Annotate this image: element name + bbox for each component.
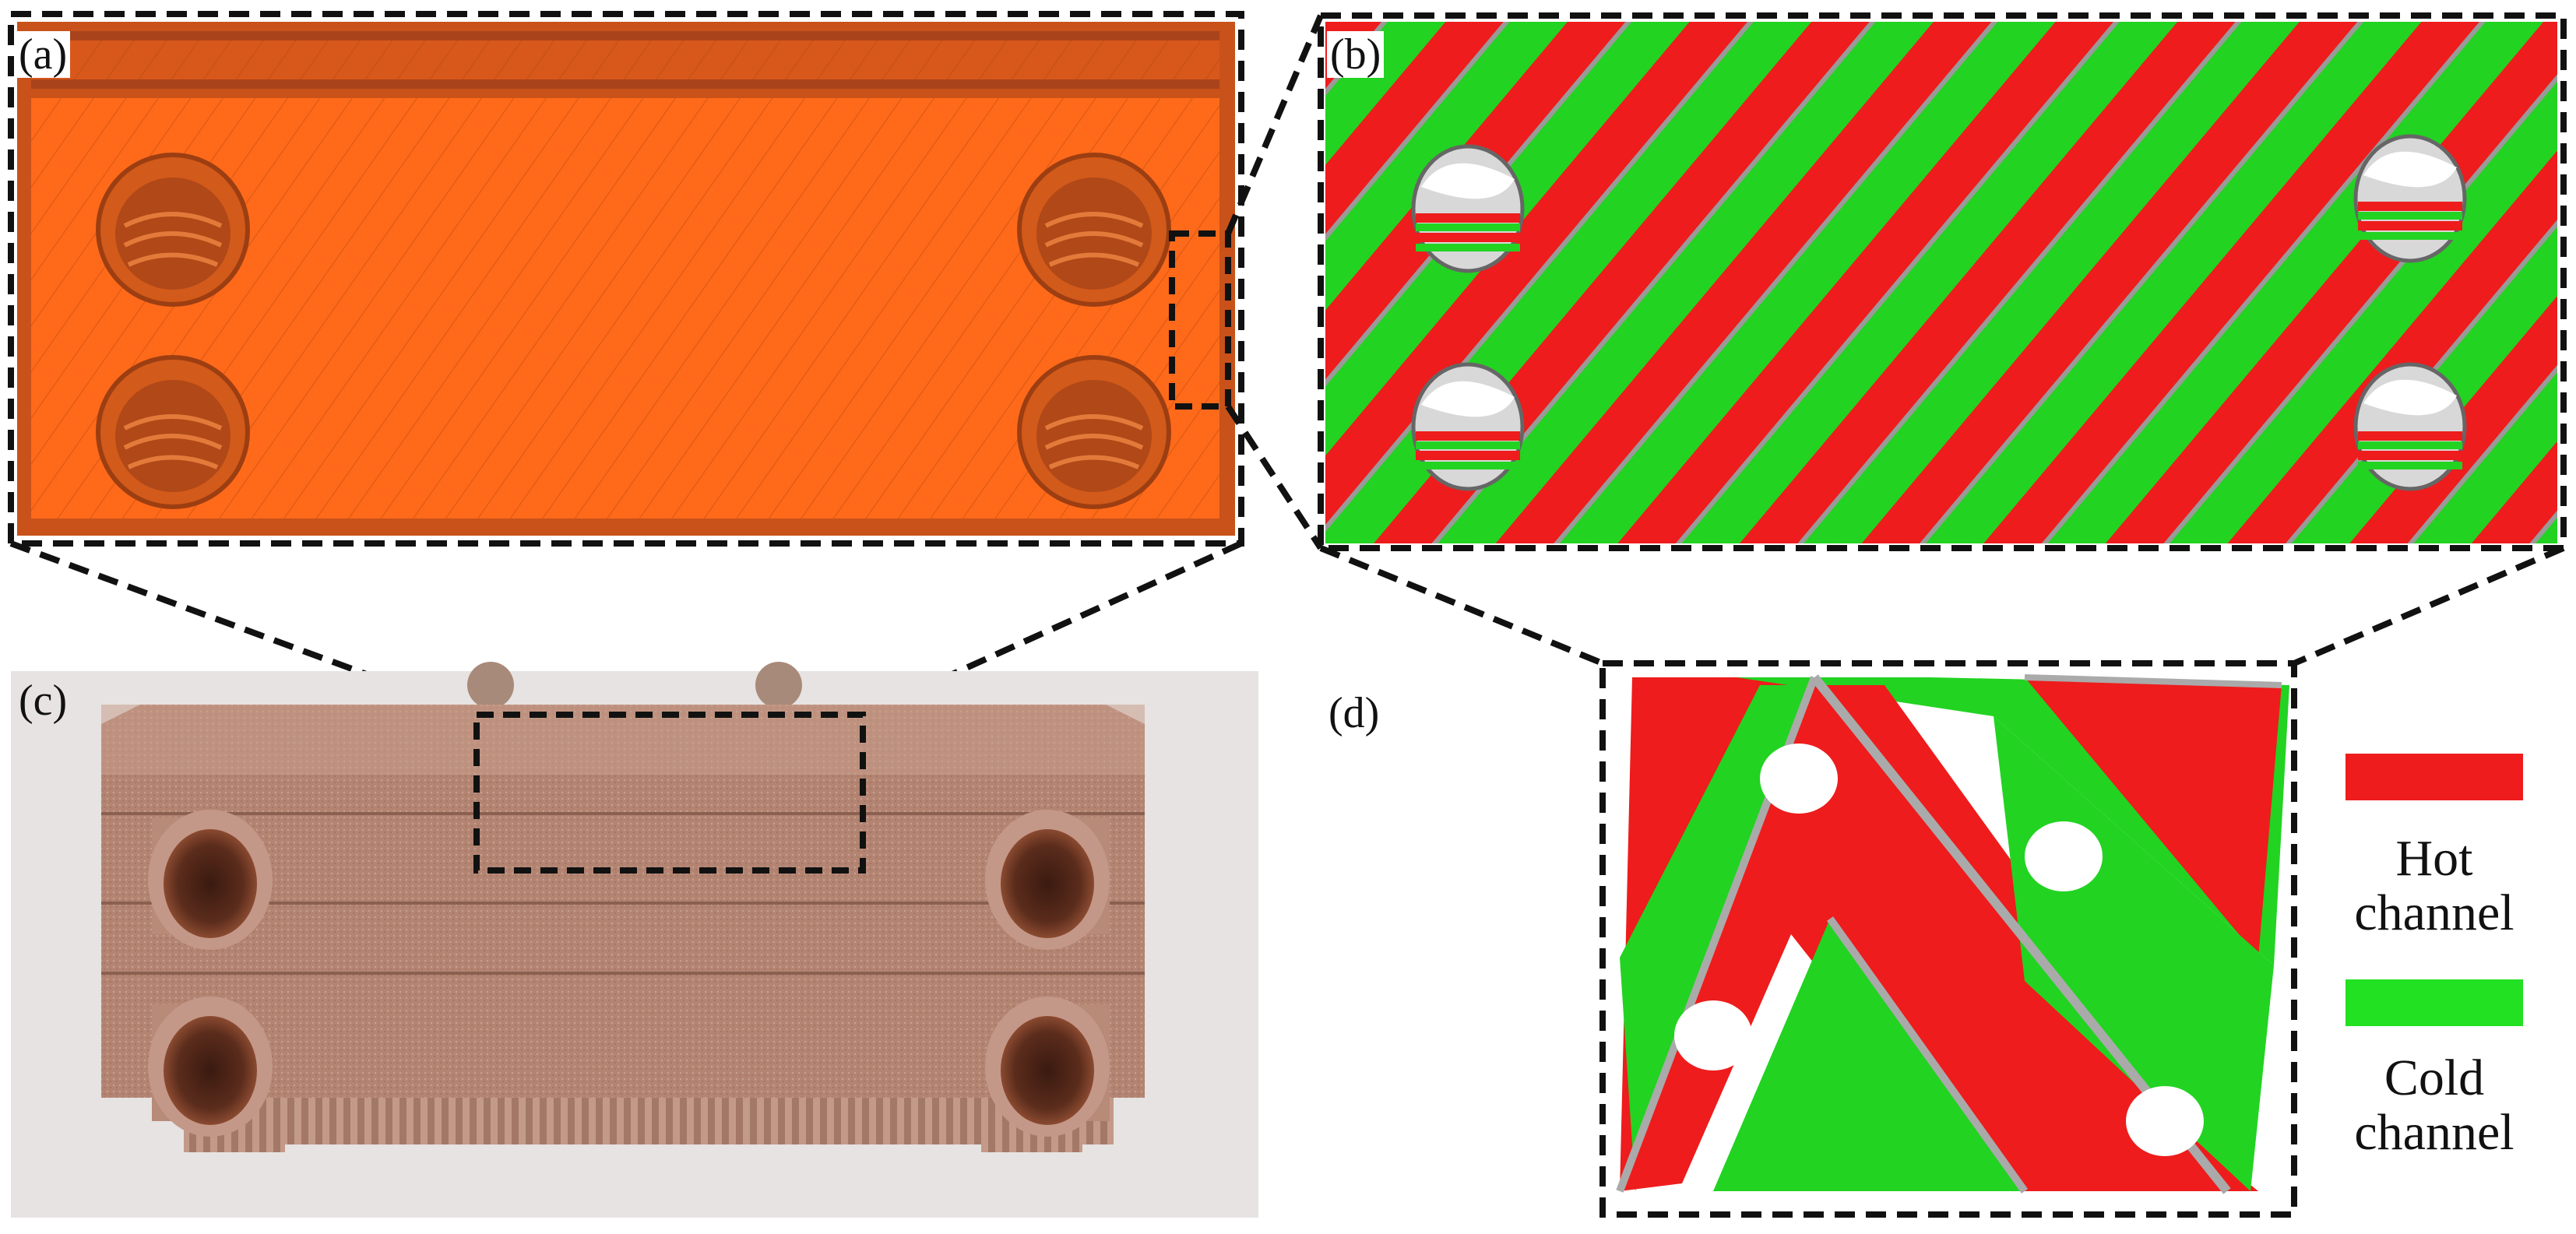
port-icon-c-bottom-right xyxy=(985,997,1110,1137)
panel-label-b: (b) xyxy=(1327,31,1385,78)
port-icon-b-bottom-left xyxy=(1411,362,1525,491)
port-icon-b-top-left xyxy=(1411,144,1525,273)
port-icon-c-bottom-left xyxy=(148,997,273,1137)
legend-label-cold-line2: channel xyxy=(2354,1104,2514,1161)
panel-b-ports xyxy=(1411,134,2467,491)
legend-label-hot-line2: channel xyxy=(2354,884,2514,941)
connector-b-d-left xyxy=(1319,545,1604,666)
legend-swatch-cold xyxy=(2345,979,2523,1026)
legend-label-hot-line1: Hot xyxy=(2395,830,2473,887)
port-icon-a-bottom-right xyxy=(1017,355,1171,509)
panel-c-ports xyxy=(148,810,1110,1137)
port-icon-a-top-right xyxy=(1017,153,1171,307)
panel-d-border xyxy=(1599,660,2297,1218)
panel-label-d: (d) xyxy=(1325,690,1383,737)
port-icon-a-bottom-left xyxy=(96,355,250,509)
panel-a-ports xyxy=(96,153,1171,509)
exchanger-body xyxy=(101,705,1145,1098)
panel-label-c: (c) xyxy=(19,677,68,725)
legend xyxy=(2345,754,2523,1026)
panel-a-border xyxy=(8,11,1244,547)
panel-b-border xyxy=(1318,12,2567,551)
panel-a-cad-view xyxy=(8,11,1244,547)
panel-label-a: (a) xyxy=(16,31,71,78)
connector-b-d-right xyxy=(2293,545,2565,666)
port-icon-a-top-left xyxy=(96,153,250,307)
legend-label-cold-line1: Cold xyxy=(2384,1049,2485,1106)
connector-a-b-top xyxy=(1225,14,1324,235)
legend-swatch-hot xyxy=(2345,754,2523,800)
port-icon-b-bottom-right xyxy=(2353,362,2467,491)
panel-c-zoom-box xyxy=(473,712,866,874)
port-icon-b-top-right xyxy=(2353,134,2467,263)
panel-b-channel-view xyxy=(1318,12,2567,551)
panel-a-zoom-box xyxy=(1169,230,1231,410)
panel-d-unit-cell xyxy=(1599,660,2297,1218)
panel-c-photo xyxy=(11,662,1258,1218)
port-icon-c-top-left xyxy=(148,810,273,950)
connector-a-b-bottom xyxy=(1225,404,1324,550)
port-icon-c-top-right xyxy=(985,810,1110,950)
